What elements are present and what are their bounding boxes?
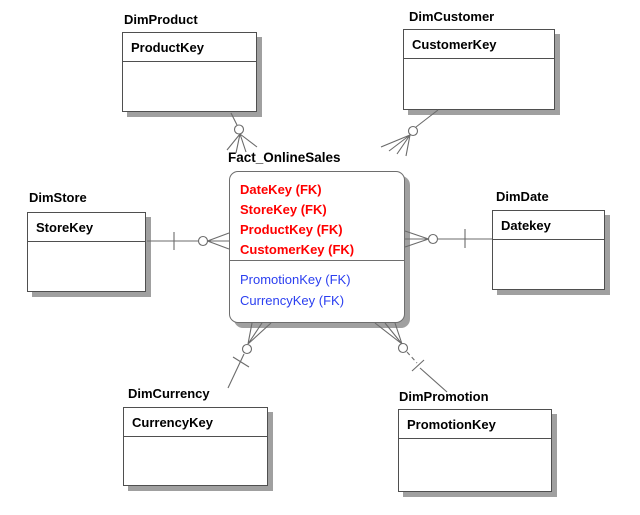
fact-field-promotionkey: PromotionKey (FK) [240,272,351,287]
dimcustomer-key-field: CustomerKey [404,30,554,59]
zero-circle [427,233,439,245]
zero-circle [241,343,253,355]
dimcurrency-key-field: CurrencyKey [124,408,267,437]
dimcustomer-table: CustomerKey [403,29,555,110]
fact-field-storekey: StoreKey (FK) [240,202,327,217]
dimproduct-body [123,62,256,111]
fact-field-customerkey: CustomerKey (FK) [240,242,355,257]
zero-circle [233,124,245,135]
crow-foot-icon [207,232,230,250]
fact-field-datekey: DateKey (FK) [240,182,322,197]
fact-table: DateKey (FK) StoreKey (FK) ProductKey (F… [229,171,405,323]
zero-circle [397,342,409,354]
dimstore-body [28,242,145,291]
relationship-line [227,353,245,389]
dimproduct-key-field: ProductKey [123,33,256,62]
dimproduct-title: DimProduct [124,12,198,27]
dimproduct-table: ProductKey [122,32,257,112]
dimstore-key-field: StoreKey [28,213,145,242]
dimpromotion-key-field: PromotionKey [399,410,551,439]
fact-fk-primary-group: DateKey (FK) StoreKey (FK) ProductKey (F… [230,172,404,261]
fact-fk-secondary-group: PromotionKey (FK) CurrencyKey (FK) [230,261,404,322]
fact-field-productkey: ProductKey (FK) [240,222,343,237]
one-tick [232,356,250,368]
dimcurrency-body [124,437,267,485]
crow-foot-icon [380,134,411,157]
dimdate-title: DimDate [496,189,549,204]
relationship-line [230,112,238,126]
dimcustomer-title: DimCustomer [409,9,495,24]
dimpromotion-body [399,439,551,491]
connector-fact-currency [227,322,272,389]
dimcurrency-title: DimCurrency [128,386,210,401]
zero-circle [407,125,419,137]
fact-field-currencykey: CurrencyKey (FK) [240,293,345,308]
crow-foot-icon [374,322,403,345]
dimcurrency-table: CurrencyKey [123,407,268,486]
connector-customer-fact [380,109,439,157]
dimcustomer-body [404,59,554,109]
relationship-line-dashed [406,351,418,364]
connector-fact-date [404,229,492,248]
dimpromotion-table: PromotionKey [398,409,552,492]
dimdate-table: Datekey [492,210,605,290]
dimstore-title: DimStore [29,190,87,205]
fact-title: Fact_OnlineSales [228,150,341,165]
dimdate-body [493,240,604,289]
one-tick [411,359,425,372]
connector-product-fact [226,112,258,154]
dimdate-key-field: Datekey [493,211,604,240]
connector-fact-promotion [374,322,448,393]
connector-store-fact [147,232,230,250]
relationship-line [415,109,439,128]
dimpromotion-title: DimPromotion [399,389,489,404]
crow-foot-icon [247,322,272,345]
zero-circle [197,235,209,247]
crow-foot-icon [404,230,429,248]
dimstore-table: StoreKey [27,212,146,292]
